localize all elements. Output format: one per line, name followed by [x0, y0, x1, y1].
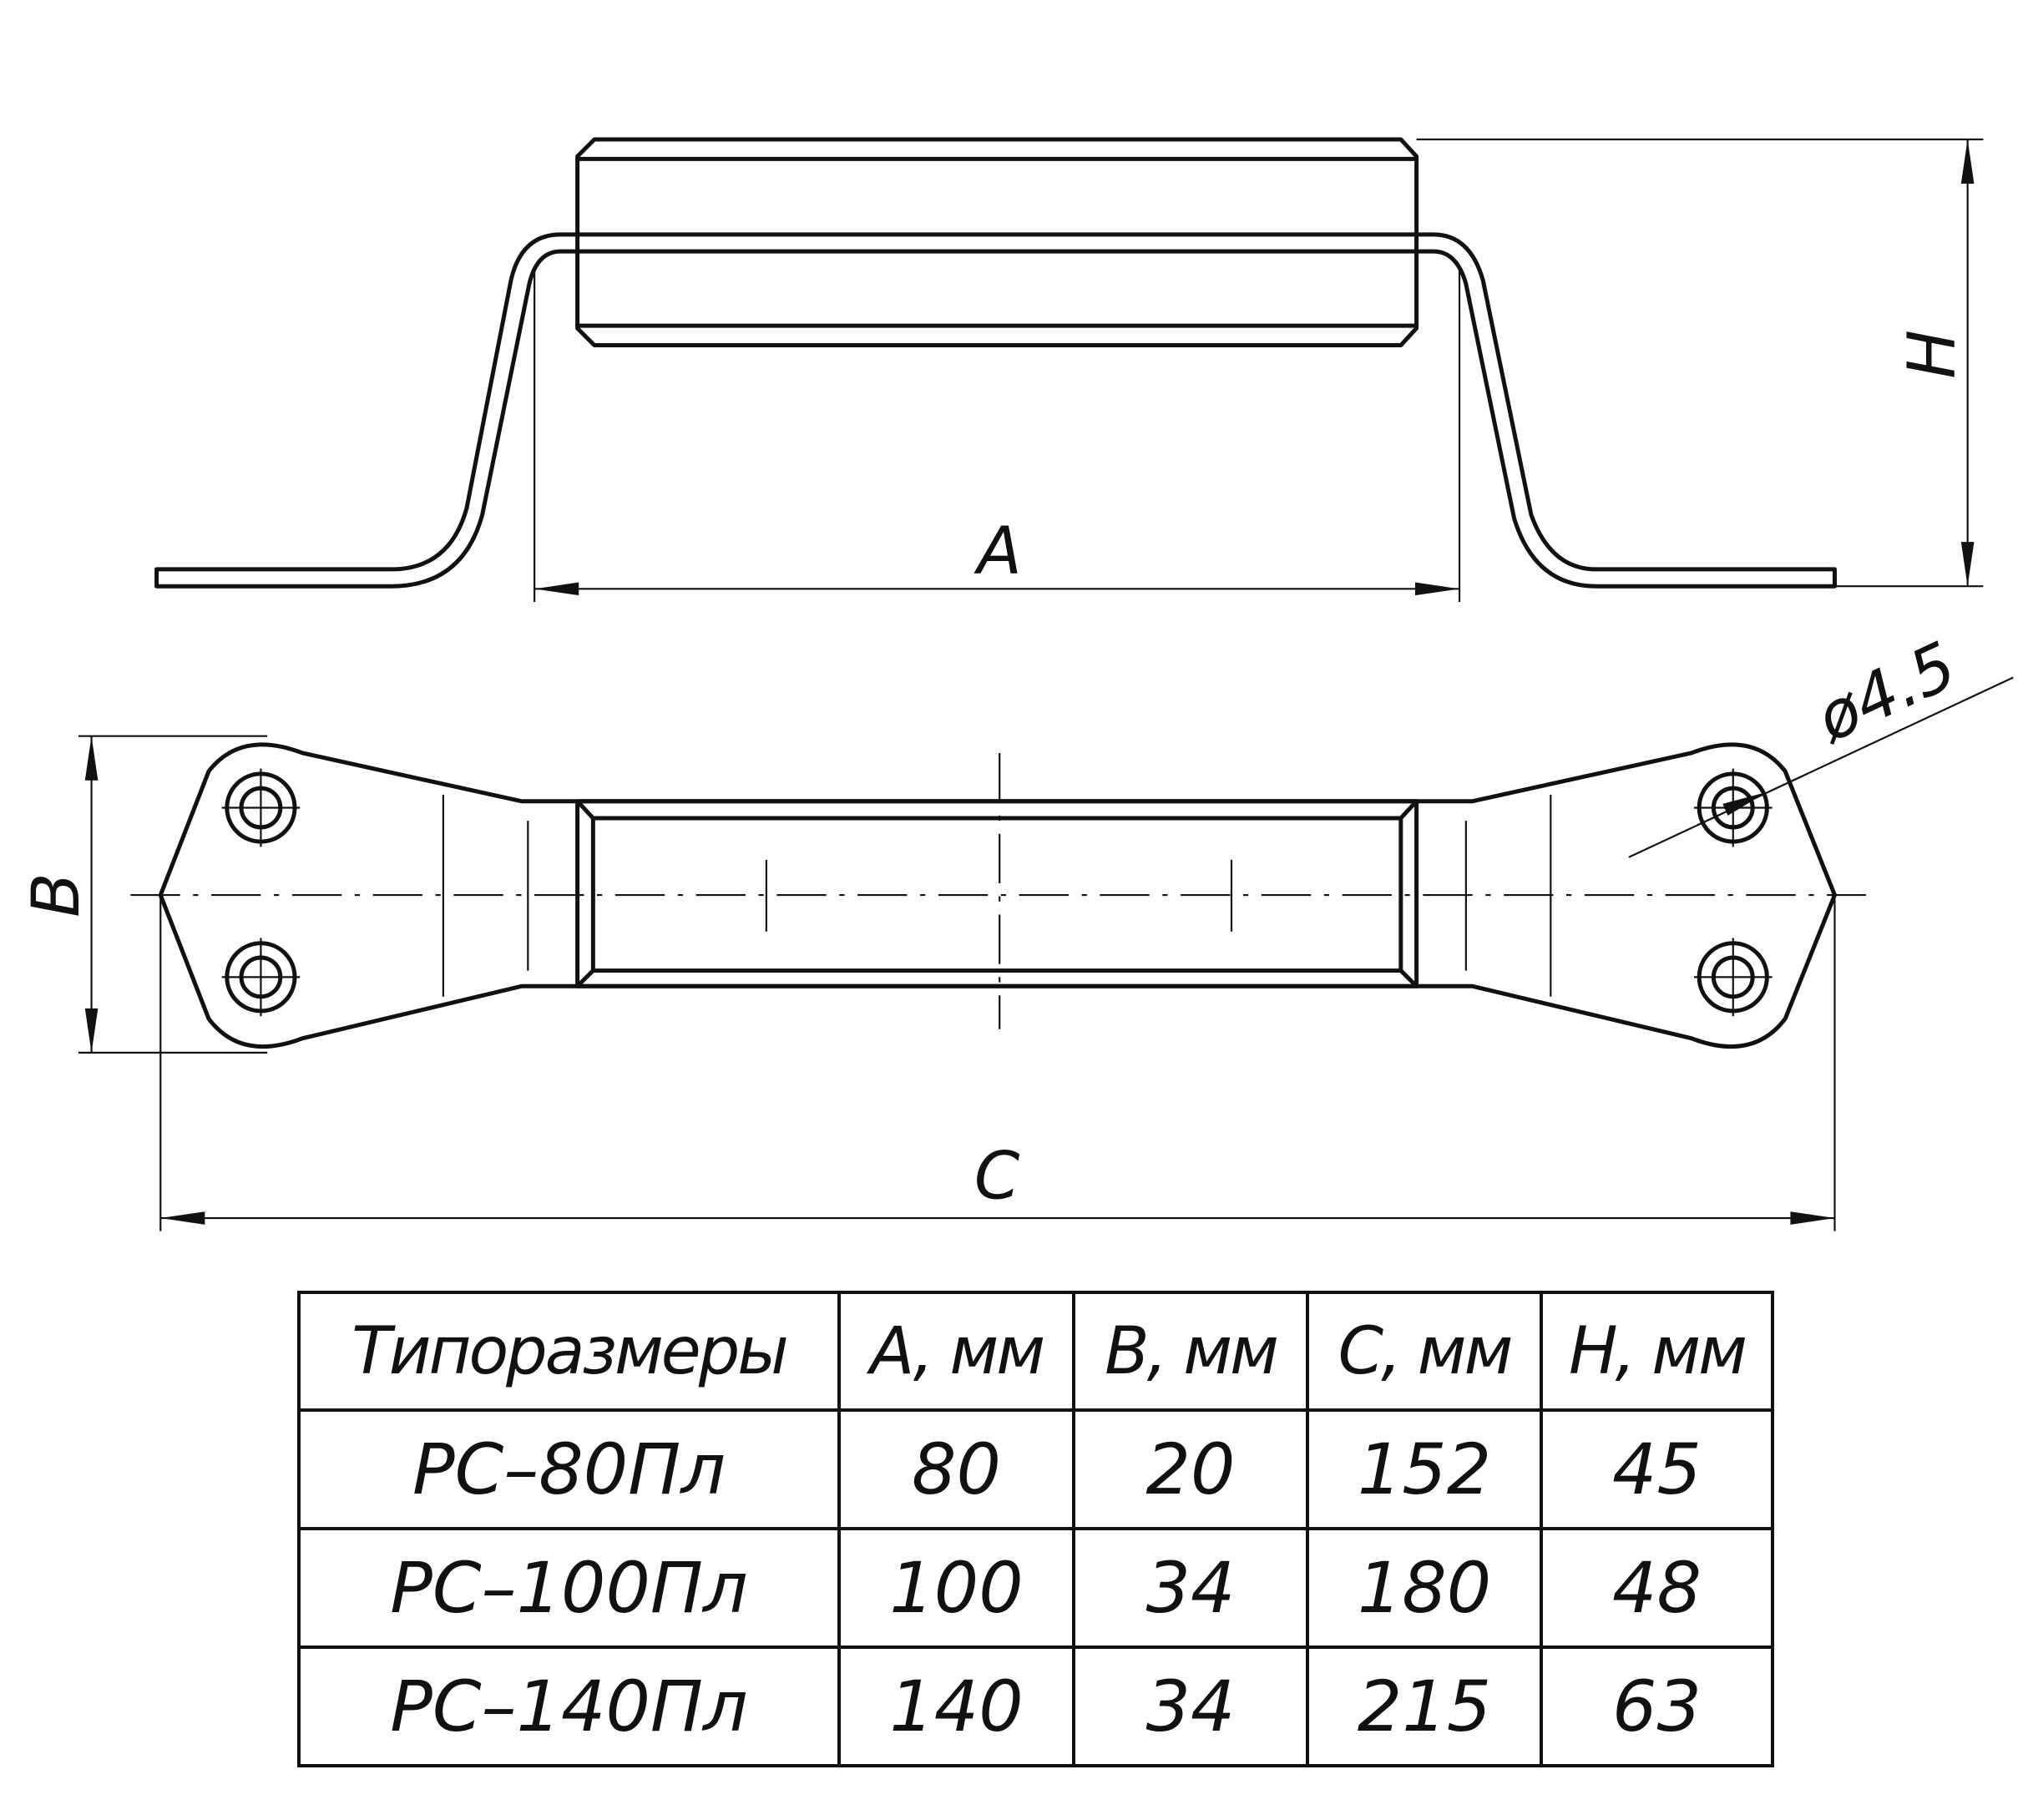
mounting-holes [221, 768, 1773, 1017]
sizes-table: Типоразмеры A, мм B, мм C, мм H, мм PC–8… [297, 1291, 1774, 1767]
cell-h: 63 [1540, 1646, 1774, 1767]
dimension-a: A [534, 266, 1461, 602]
table-header-row: Типоразмеры A, мм B, мм C, мм H, мм [297, 1291, 1774, 1412]
cell-h: 48 [1540, 1527, 1774, 1649]
header-type: Типоразмеры [297, 1291, 841, 1412]
cell-b: 20 [1072, 1408, 1309, 1530]
hole [1693, 938, 1773, 1017]
cell-h: 45 [1540, 1408, 1774, 1530]
dimension-a-label: A [974, 514, 1022, 589]
hole [221, 938, 301, 1017]
dimension-h: H [1416, 138, 1984, 588]
dimension-c: C [159, 898, 1836, 1231]
cell-a: 140 [837, 1646, 1075, 1767]
cell-c: 180 [1306, 1527, 1543, 1649]
header-a: A, мм [837, 1291, 1075, 1412]
dimension-b-label: B [19, 872, 94, 918]
hole-diameter-label: ø4.5 [1804, 629, 1968, 758]
table-row: PC–80Пл 80 20 152 45 [297, 1408, 1774, 1530]
dimension-c-label: C [974, 1140, 1020, 1215]
cell-a: 80 [837, 1408, 1075, 1530]
cell-type: PC–100Пл [297, 1527, 841, 1649]
cell-b: 34 [1072, 1527, 1309, 1649]
top-view [130, 742, 1866, 1049]
cell-type: PC–80Пл [297, 1408, 841, 1530]
header-h: H, мм [1540, 1291, 1774, 1412]
cell-c: 152 [1306, 1408, 1543, 1530]
cell-b: 34 [1072, 1646, 1309, 1767]
header-c: C, мм [1306, 1291, 1543, 1412]
dimension-b: B [19, 735, 268, 1054]
table-row: PC–140Пл 140 34 215 63 [297, 1646, 1774, 1767]
cell-type: PC–140Пл [297, 1646, 841, 1767]
hole-diameter-callout: ø4.5 [1628, 629, 2014, 858]
cell-c: 215 [1306, 1646, 1543, 1767]
dimension-h-label: H [1895, 330, 1970, 379]
table-row: PC–100Пл 100 34 180 48 [297, 1527, 1774, 1649]
cell-a: 100 [837, 1527, 1075, 1649]
hole [221, 768, 301, 847]
header-b: B, мм [1072, 1291, 1309, 1412]
